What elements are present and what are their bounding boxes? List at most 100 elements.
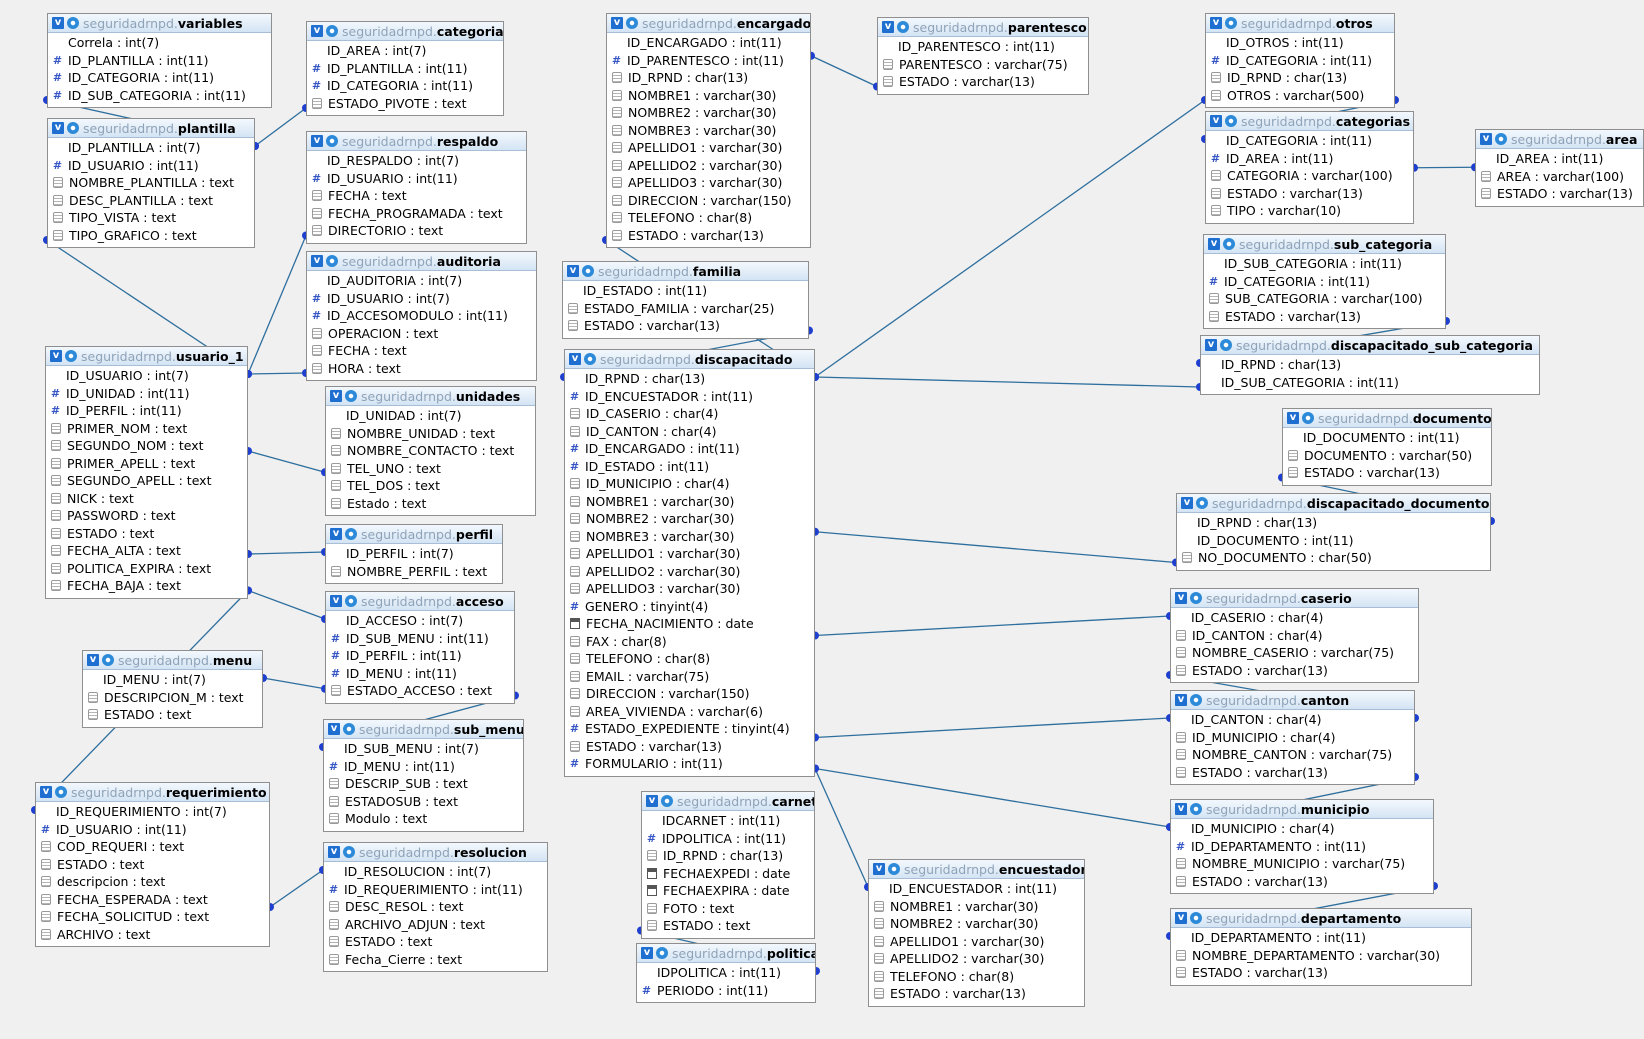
field-row[interactable]: ESTADO : varchar(13) bbox=[1171, 662, 1418, 680]
field-row[interactable]: ID_RESOLUCION : int(7) bbox=[324, 863, 547, 881]
gear-icon[interactable] bbox=[67, 122, 79, 134]
field-row[interactable]: APELLIDO1 : varchar(30) bbox=[607, 139, 810, 157]
field-row[interactable]: ID_MUNICIPIO : char(4) bbox=[1171, 729, 1414, 747]
field-row[interactable]: ESTADO : varchar(13) bbox=[565, 738, 814, 756]
field-row[interactable]: ESTADO : varchar(13) bbox=[1206, 185, 1413, 203]
field-row[interactable]: ESTADO : varchar(13) bbox=[1171, 873, 1433, 891]
field-row[interactable]: TIPO_VISTA : text bbox=[48, 209, 254, 227]
field-row[interactable]: ID_ESTADO : int(11) bbox=[563, 282, 808, 300]
field-row[interactable]: ESTADO : varchar(13) bbox=[1204, 308, 1445, 326]
field-row[interactable]: ARCHIVO : text bbox=[36, 926, 269, 944]
view-toggle-icon[interactable]: v bbox=[1210, 115, 1222, 127]
field-row[interactable]: ESTADO : varchar(13) bbox=[563, 317, 808, 335]
field-row[interactable]: ID_DOCUMENTO : int(11) bbox=[1177, 532, 1490, 550]
field-row[interactable]: ARCHIVO_ADJUN : text bbox=[324, 916, 547, 934]
field-row[interactable]: ESTADO_ACCESO : text bbox=[326, 682, 514, 700]
field-row[interactable]: FECHA_SOLICITUD : text bbox=[36, 908, 269, 926]
field-row[interactable]: OPERACION : text bbox=[307, 325, 536, 343]
gear-icon[interactable] bbox=[1225, 115, 1237, 127]
field-row[interactable]: ESTADO : text bbox=[46, 525, 247, 543]
field-row[interactable]: NOMBRE_CASERIO : varchar(75) bbox=[1171, 644, 1418, 662]
field-row[interactable]: NOMBRE1 : varchar(30) bbox=[565, 493, 814, 511]
view-toggle-icon[interactable]: v bbox=[1181, 497, 1193, 509]
field-row[interactable]: #GENERO : tinyint(4) bbox=[565, 598, 814, 616]
field-row[interactable]: Correla : int(7) bbox=[48, 34, 271, 52]
gear-icon[interactable] bbox=[1190, 803, 1202, 815]
field-row[interactable]: DESCRIP_SUB : text bbox=[324, 775, 523, 793]
field-row[interactable]: #PERIODO : int(11) bbox=[637, 982, 815, 1000]
gear-icon[interactable] bbox=[326, 135, 338, 147]
field-row[interactable]: Fecha_Cierre : text bbox=[324, 951, 547, 969]
field-row[interactable]: NOMBRE_DEPARTAMENTO : varchar(30) bbox=[1171, 947, 1471, 965]
field-row[interactable]: ESTADO : varchar(13) bbox=[878, 73, 1088, 91]
field-row[interactable]: ID_ENCARGADO : int(11) bbox=[607, 34, 810, 52]
field-row[interactable]: ID_USUARIO : int(7) bbox=[46, 367, 247, 385]
field-row[interactable]: #ID_SUB_CATEGORIA : int(11) bbox=[48, 87, 271, 105]
field-row[interactable]: ESTADO : varchar(13) bbox=[1476, 185, 1643, 203]
field-row[interactable]: TEL_DOS : text bbox=[326, 477, 535, 495]
field-row[interactable]: APELLIDO3 : varchar(30) bbox=[607, 174, 810, 192]
view-toggle-icon[interactable]: v bbox=[52, 17, 64, 29]
field-row[interactable]: ID_CANTON : char(4) bbox=[565, 423, 814, 441]
field-row[interactable]: CATEGORIA : varchar(100) bbox=[1206, 167, 1413, 185]
view-toggle-icon[interactable]: v bbox=[52, 122, 64, 134]
field-row[interactable]: #ID_AREA : int(11) bbox=[1206, 150, 1413, 168]
field-row[interactable]: NOMBRE2 : varchar(30) bbox=[565, 510, 814, 528]
field-row[interactable]: NOMBRE_PLANTILLA : text bbox=[48, 174, 254, 192]
gear-icon[interactable] bbox=[626, 17, 638, 29]
gear-icon[interactable] bbox=[345, 595, 357, 607]
field-row[interactable]: #ID_ENCARGADO : int(11) bbox=[565, 440, 814, 458]
field-row[interactable]: ID_DEPARTAMENTO : int(11) bbox=[1171, 929, 1471, 947]
view-toggle-icon[interactable]: v bbox=[641, 947, 653, 959]
field-row[interactable]: TELEFONO : char(8) bbox=[565, 650, 814, 668]
field-row[interactable]: ESTADO : varchar(13) bbox=[607, 227, 810, 245]
field-row[interactable]: PASSWORD : text bbox=[46, 507, 247, 525]
field-row[interactable]: #ID_MENU : int(11) bbox=[326, 665, 514, 683]
field-row[interactable]: FECHA_BAJA : text bbox=[46, 577, 247, 595]
gear-icon[interactable] bbox=[102, 654, 114, 666]
field-row[interactable]: #ID_CATEGORIA : int(11) bbox=[1206, 52, 1394, 70]
field-row[interactable]: APELLIDO2 : varchar(30) bbox=[607, 157, 810, 175]
view-toggle-icon[interactable]: v bbox=[1175, 694, 1187, 706]
view-toggle-icon[interactable]: v bbox=[1175, 803, 1187, 815]
field-row[interactable]: #ID_MENU : int(11) bbox=[324, 758, 523, 776]
field-row[interactable]: APELLIDO1 : varchar(30) bbox=[565, 545, 814, 563]
field-row[interactable]: #ID_ENCUESTADOR : int(11) bbox=[565, 388, 814, 406]
field-row[interactable]: descripcion : text bbox=[36, 873, 269, 891]
field-row[interactable]: TELEFONO : char(8) bbox=[869, 968, 1084, 986]
field-row[interactable]: DESC_PLANTILLA : text bbox=[48, 192, 254, 210]
field-row[interactable]: NOMBRE1 : varchar(30) bbox=[607, 87, 810, 105]
field-row[interactable]: ESTADO : text bbox=[324, 933, 547, 951]
field-row[interactable]: ID_PERFIL : int(7) bbox=[326, 545, 502, 563]
field-row[interactable]: FECHA_ALTA : text bbox=[46, 542, 247, 560]
view-toggle-icon[interactable]: v bbox=[1208, 238, 1220, 250]
field-row[interactable]: ID_RPND : char(13) bbox=[1201, 356, 1539, 374]
view-toggle-icon[interactable]: v bbox=[1175, 592, 1187, 604]
gear-icon[interactable] bbox=[343, 723, 355, 735]
field-row[interactable]: APELLIDO2 : varchar(30) bbox=[565, 563, 814, 581]
